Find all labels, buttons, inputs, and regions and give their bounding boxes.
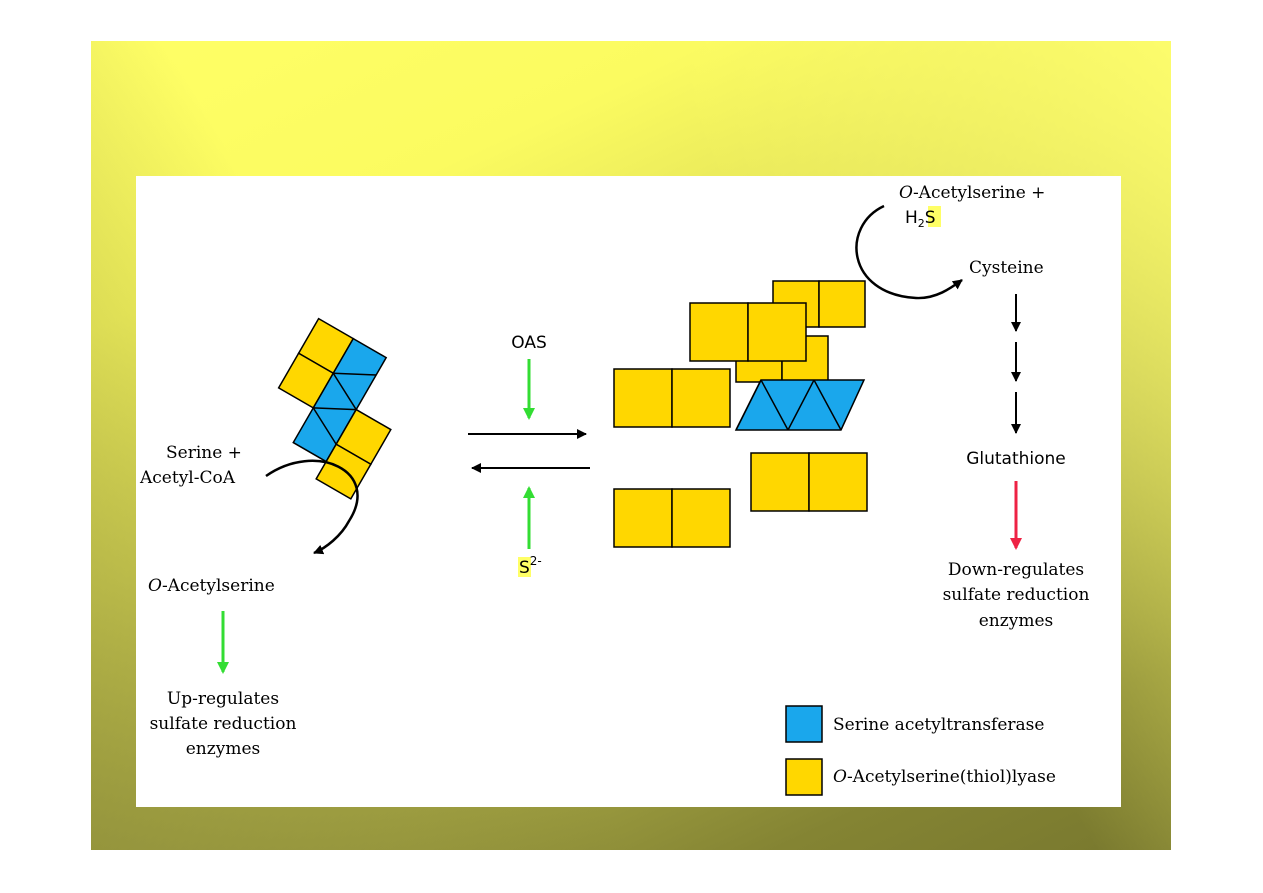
legend-sat-swatch: [785, 705, 823, 743]
legend-oastl-label: O-Acetylserine(thiol)lyase: [833, 767, 1056, 787]
oas-h2s-label-line1: O-Acetylserine +: [899, 183, 1045, 203]
enzymes-left-label: enzymes: [186, 739, 260, 759]
sulfate-reduction-right-label: sulfate reduction: [943, 585, 1090, 605]
right-oastl-right-1: [750, 452, 810, 512]
diagram-panel: Serine + Acetyl-CoA O-Acetylserine Up-re…: [136, 176, 1121, 807]
right-sat-triangle-lines: [735, 379, 842, 431]
left-complex: [277, 317, 392, 500]
right-oastl-left-1: [613, 368, 673, 428]
h2s-label: H2S: [905, 208, 936, 230]
h2s-sulfur-highlight: [928, 206, 941, 227]
right-oastl-right-2: [808, 452, 868, 512]
left-sat-triangles: [312, 372, 377, 445]
right-oastl-top-1: [689, 302, 749, 362]
right-oastl-bottom-2: [671, 488, 731, 548]
cysteine-label: Cysteine: [969, 258, 1044, 278]
down-regulates-label: Down-regulates: [948, 560, 1084, 580]
right-sat-trimer: [734, 379, 866, 431]
serine-label: Serine +: [166, 443, 242, 463]
right-oastl-bottom-1: [613, 488, 673, 548]
right-curved-arrow: [855, 204, 963, 300]
right-oastl-left-2: [671, 368, 731, 428]
enzymes-right-label: enzymes: [979, 611, 1053, 631]
cysteine-synthase-diagram: Serine + Acetyl-CoA O-Acetylserine Up-re…: [139, 183, 1090, 796]
legend-oastl-swatch: [785, 758, 823, 796]
legend-sat-label: Serine acetyltransferase: [833, 715, 1044, 735]
o-acetylserine-label: O-Acetylserine: [148, 576, 275, 596]
right-oastl-back-2: [818, 280, 866, 328]
sulfide-highlight: [518, 557, 531, 577]
glutathione-label: Glutathione: [966, 449, 1066, 469]
right-oastl-top-2: [747, 302, 807, 362]
sulfide-label: S2-: [519, 554, 542, 578]
right-complex: [613, 280, 868, 548]
sulfate-reduction-left-label: sulfate reduction: [150, 714, 297, 734]
legend: Serine acetyltransferase O-Acetylserine(…: [785, 705, 1056, 796]
acetyl-coa-label: Acetyl-CoA: [139, 468, 236, 488]
left-curved-arrow: [265, 459, 359, 555]
up-regulates-label: Up-regulates: [167, 689, 279, 709]
oas-label: OAS: [511, 333, 547, 353]
